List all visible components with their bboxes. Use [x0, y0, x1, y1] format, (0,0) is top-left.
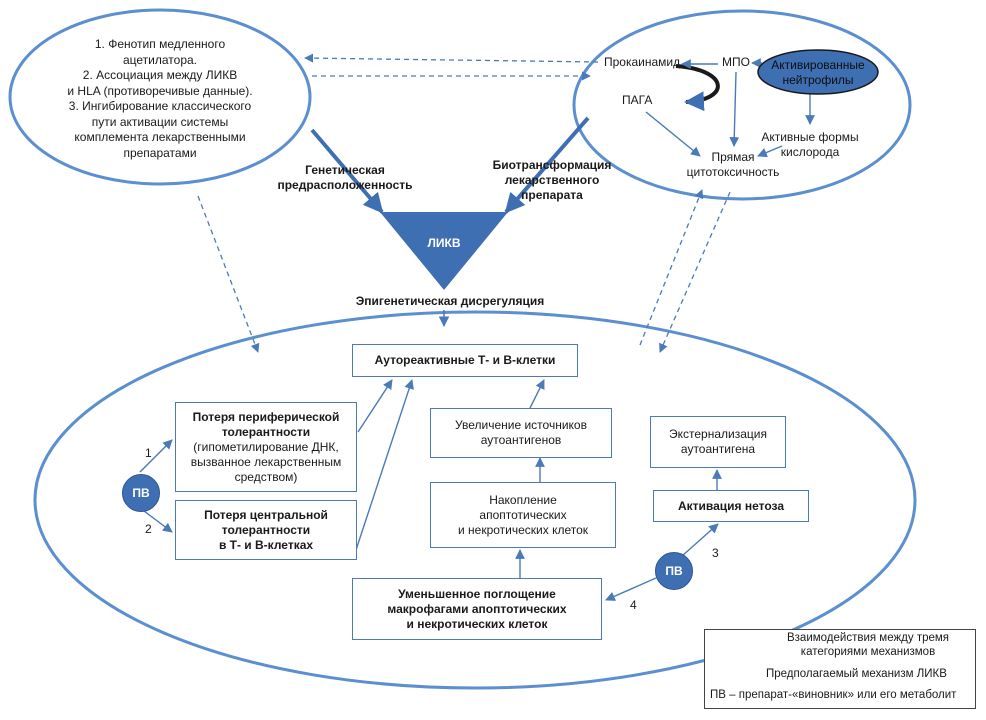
reduced-uptake-label: Уменьшенное поглощение макрофагами апопт…	[387, 586, 567, 631]
pv-circle-left: ПВ	[122, 474, 160, 512]
autoreactive-box: Аутореактивные Т- и В-клетки	[352, 344, 578, 377]
number-1: 1	[145, 446, 152, 460]
ros-label: Активные формы кислорода	[761, 130, 859, 159]
externalization-label: Экстернализация аутоантигена	[669, 427, 767, 456]
genetic-label: Генетическая предрасположенность	[277, 163, 413, 192]
left-ellipse	[8, 8, 312, 186]
increase-sources-label: Увеличение источников аутоантигенов	[455, 418, 587, 447]
neutrophils-label: Активированные нейтрофилы	[771, 58, 865, 87]
paga-label: ПАГА	[622, 93, 653, 107]
pv-circle-left-label: ПВ	[132, 486, 150, 500]
accumulation-box: Накопление апоптотических и некротически…	[430, 482, 616, 548]
procainamide-label: Прокаинамид	[604, 55, 681, 69]
reduced-uptake-box: Уменьшенное поглощение макрофагами апопт…	[352, 578, 602, 640]
ros-to-cytotoxicity	[757, 145, 783, 158]
netosis-box: Активация нетоза	[653, 490, 809, 522]
biotransformation-label: Биотрансформация лекарственного препарат…	[492, 158, 612, 202]
central-label: Потеря центральной толерантности в Т- и …	[204, 507, 328, 552]
netosis-label: Активация нетоза	[677, 498, 785, 513]
pv-to-central-arrow	[139, 507, 173, 533]
mpo-to-cytotoxicity	[729, 71, 740, 147]
likv-label: ЛИКВ	[427, 236, 461, 250]
dashed-right-to-left	[304, 53, 599, 63]
peripheral-title: Потеря периферической толерантности	[192, 409, 340, 439]
arrow-genetic	[310, 128, 384, 214]
legend-solid-label: Предполагаемый механизм ЛИКВ	[766, 668, 947, 680]
peripheral-detail: (гипометилирование ДНК, вызванное лекарс…	[190, 439, 342, 484]
number-3: 3	[712, 546, 719, 560]
pv-to-netosis-arrow	[681, 523, 719, 557]
autoreactive-label: Аутореактивные Т- и В-клетки	[374, 353, 556, 367]
pv-circle-right-label: ПВ	[665, 564, 683, 578]
increase-to-autoreactive	[529, 379, 545, 409]
peripheral-to-autoreactive	[357, 379, 393, 433]
epigenetic-label: Эпигенетическая дисрегуляция	[355, 294, 545, 308]
legend-box	[704, 629, 976, 709]
pv-to-reduced-arrow	[605, 577, 657, 601]
mpo-label: МПО	[722, 55, 750, 69]
dashed-bottom-to-right	[639, 189, 704, 346]
number-2: 2	[145, 522, 152, 536]
legend-dashed-label: Взаимодействия между тремя категориями м…	[786, 632, 950, 658]
arrow-biotransformation	[504, 116, 590, 214]
pv-to-peripheral-arrow	[139, 439, 173, 473]
externalization-box: Экстернализация аутоантигена	[650, 416, 786, 468]
increase-sources-box: Увеличение источников аутоантигенов	[430, 408, 612, 458]
peripheral-box: Потеря периферической толерантности (гип…	[175, 402, 357, 492]
central-box: Потеря центральной толерантности в Т- и …	[175, 500, 357, 560]
left-ellipse-text: 1. Фенотип медленного ацетилатора. 2. Ас…	[67, 37, 253, 160]
central-to-autoreactive	[355, 379, 414, 551]
pv-circle-right: ПВ	[655, 552, 693, 590]
likv-triangle	[380, 212, 508, 290]
paga-to-cytotoxicity	[645, 111, 701, 157]
neutrophils-ellipse	[757, 49, 879, 95]
accumulation-label: Накопление апоптотических и некротически…	[457, 492, 589, 537]
dashed-right-to-bottom	[659, 191, 731, 353]
number-4: 4	[630, 598, 637, 612]
cytotoxicity-label: Прямая цитотоксичность	[686, 150, 780, 179]
legend-pv-note: ПВ – препарат-«виновник» или его метабол…	[710, 689, 957, 701]
dashed-left-to-bottom	[197, 195, 260, 353]
procainamide-to-paga-arrow	[675, 64, 720, 112]
